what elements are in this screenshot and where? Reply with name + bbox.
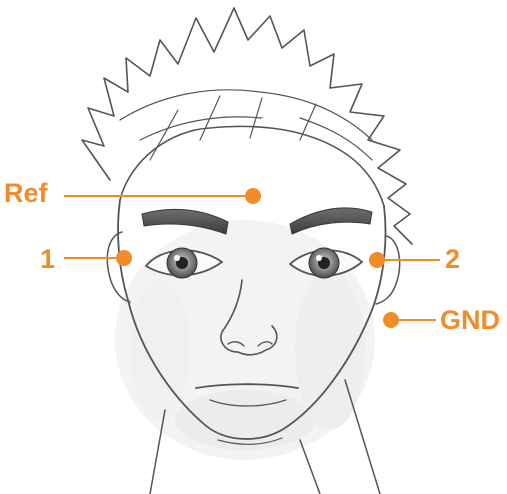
left-eyebrow [142,209,228,234]
sketched-face-illustration [82,8,412,494]
gnd-label: GND [440,307,500,334]
right-eyebrow [290,208,372,234]
ref-electrode-dot [245,188,261,204]
ch1-electrode-dot [116,250,132,266]
gnd-electrode-dot [383,312,399,328]
channel-2-label: 2 [445,246,460,273]
right-ear [376,236,400,304]
channel-1-label: 1 [40,246,55,273]
hair-inner-strokes [120,90,372,160]
ref-label: Ref [4,180,48,207]
ch2-electrode-dot [369,252,385,268]
